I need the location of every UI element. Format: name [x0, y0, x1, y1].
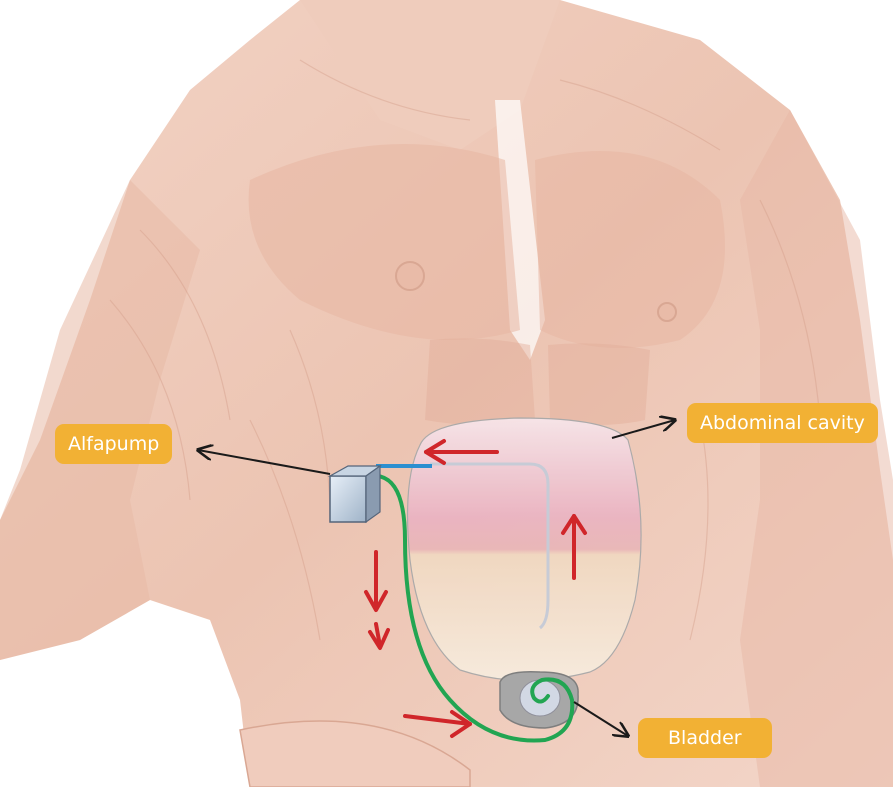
alfapump-device: [330, 466, 380, 522]
label-abdominal-cavity: Abdominal cavity: [687, 403, 878, 443]
label-alfapump: Alfapump: [55, 424, 172, 464]
abdominal-cavity-shape: [408, 418, 642, 681]
label-bladder: Bladder: [638, 718, 772, 758]
